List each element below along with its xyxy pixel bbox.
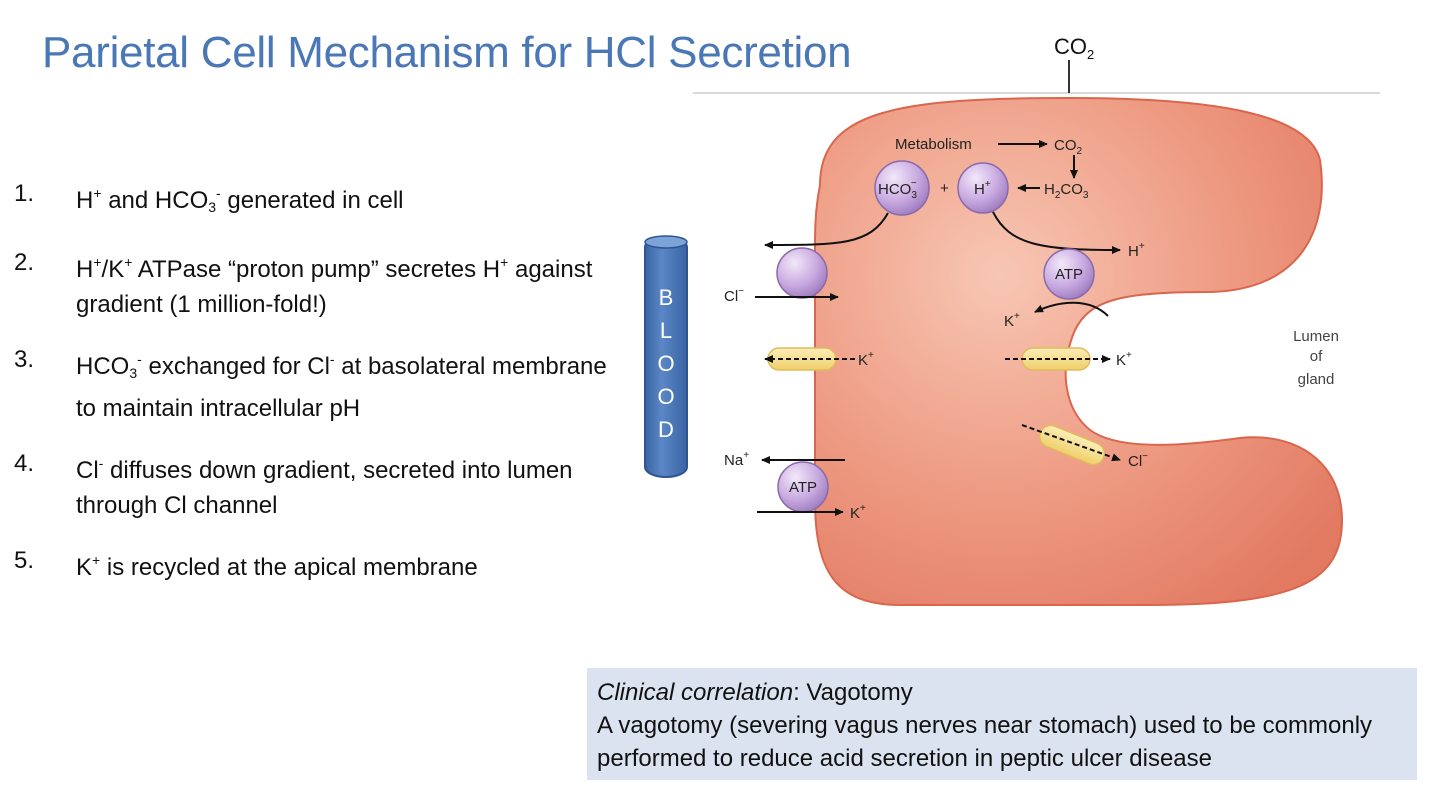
h-exit-arrow [992, 211, 1121, 254]
hco3-ion [874, 160, 930, 216]
metabolism-label: Metabolism [895, 136, 972, 153]
step-number: 3. [14, 346, 35, 373]
cl-out-arrow [1021, 424, 1121, 462]
step-item: 2.H+/K+ ATPase “proton pump” secretes H+… [14, 245, 614, 322]
k-recycle-label: K+ [1004, 311, 1020, 330]
h2co3-label: H2CO3 [1044, 181, 1089, 201]
h-label: H+ [974, 179, 991, 198]
step-item: 3.HCO3- exchanged for Cl- at basolateral… [14, 342, 614, 426]
cl-left-label: Cl− [724, 286, 744, 305]
blood-vessel-top [644, 235, 688, 249]
page-title: Parietal Cell Mechanism for HCl Secretio… [42, 28, 852, 77]
step-item: 1.H+ and HCO3- generated in cell [14, 176, 614, 225]
step-number: 1. [14, 180, 35, 207]
clinical-correlation-box: Clinical correlation: Vagotomy A vagotom… [587, 668, 1417, 780]
k-left-label: K+ [858, 350, 874, 369]
parietal-cell-body [814, 96, 1344, 606]
co2-label: CO2 [1054, 137, 1083, 157]
cl-right-label: Cl− [1128, 451, 1148, 470]
na-label: Na+ [724, 450, 749, 469]
step-number: 5. [14, 547, 35, 574]
lumen-label: gland [1298, 371, 1335, 388]
blood-letter: D [658, 417, 674, 442]
blood-letter: L [660, 318, 672, 343]
step-list: 1.H+ and HCO3- generated in cell 2.H+/K+… [14, 176, 614, 605]
hco3-label: HCO3− [878, 178, 917, 201]
blood-letter: B [659, 285, 674, 310]
step-number: 4. [14, 450, 35, 477]
cl-hco3-exchanger [776, 247, 828, 299]
blood-letter: O [657, 351, 674, 376]
h-lumen-label: H+ [1128, 241, 1145, 260]
plus-sign: + [940, 180, 949, 197]
lumen-label: Lumen [1293, 328, 1339, 345]
k-left-bottom-label: K+ [850, 503, 866, 522]
step-item: 4.Cl- diffuses down gradient, secreted i… [14, 446, 614, 523]
atp-left-label: ATP [789, 479, 817, 496]
co2-top-label: CO2 [1054, 34, 1094, 62]
lumen-label: of [1310, 348, 1323, 365]
step-item: 5.K+ is recycled at the apical membrane [14, 543, 614, 585]
clinical-line: performed to reduce acid secretion in pe… [597, 745, 1212, 772]
h-ion [957, 162, 1009, 214]
step-number: 2. [14, 249, 35, 276]
proton-pump [1043, 248, 1095, 300]
hco3-exit-arrow [764, 212, 889, 249]
k-recycle-arrow [1034, 301, 1109, 317]
atp-right-label: ATP [1055, 266, 1083, 283]
clinical-line: A vagotomy (severing vagus nerves near s… [597, 712, 1373, 739]
k-right-label: K+ [1116, 350, 1132, 369]
clinical-heading: Clinical correlation: Vagotomy [597, 679, 913, 706]
blood-letter: O [657, 384, 674, 409]
